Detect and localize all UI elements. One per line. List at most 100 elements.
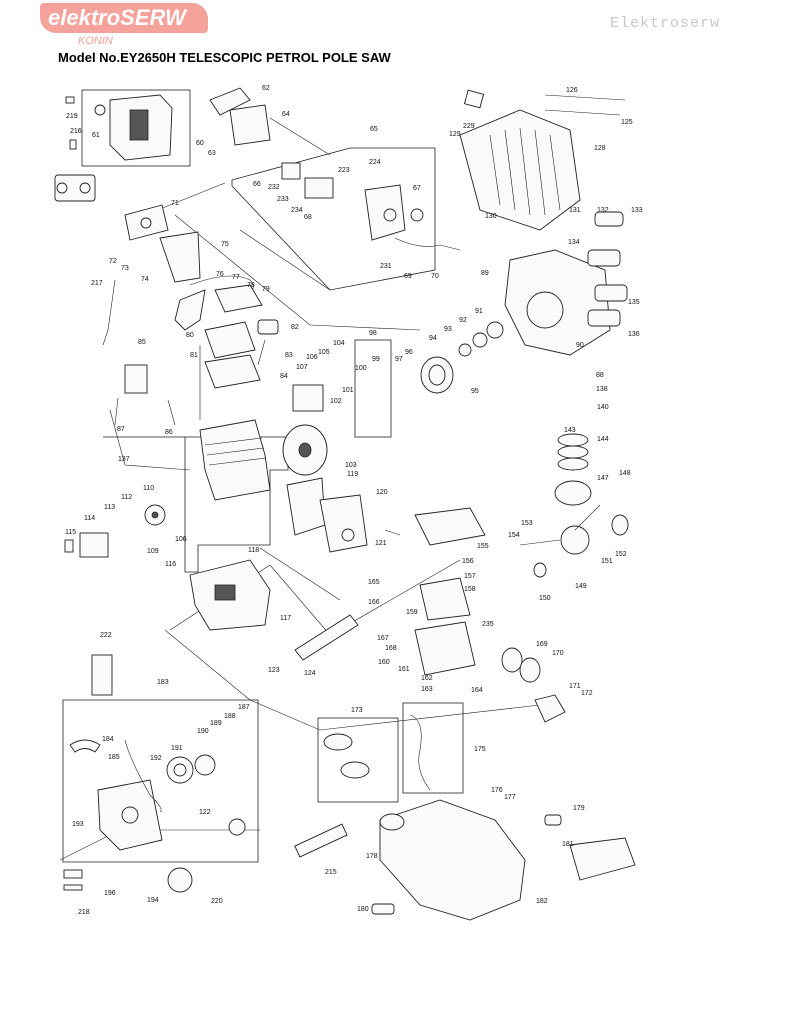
callout-115: 115 (65, 529, 76, 536)
callout-168: 168 (385, 645, 397, 652)
callout-75: 75 (221, 241, 229, 248)
callout-116: 116 (165, 561, 176, 568)
callout-169: 169 (536, 641, 548, 648)
callout-152: 152 (615, 551, 627, 558)
part-150 (533, 562, 547, 578)
callout-135: 135 (628, 299, 640, 306)
callout-232: 232 (268, 184, 280, 191)
part-125-wire (544, 109, 621, 116)
part-63 (229, 104, 271, 146)
callout-229: 229 (463, 123, 475, 130)
callout-102: 102 (330, 398, 342, 405)
part-181-plate (569, 837, 636, 881)
callout-196: 196 (104, 890, 116, 897)
part-86 (167, 399, 176, 426)
group-box-173 (317, 717, 399, 803)
part-65-carb (364, 184, 406, 241)
callout-132: 132 (597, 207, 609, 214)
callout-167: 167 (377, 635, 389, 642)
callout-89: 89 (481, 270, 489, 277)
callout-191: 191 (171, 745, 183, 752)
callout-217: 217 (91, 280, 103, 287)
callout-179: 179 (573, 805, 585, 812)
logo-text: elektroSERW (48, 5, 186, 30)
callout-172: 172 (581, 690, 593, 697)
callout-222: 222 (100, 632, 112, 639)
part-129-cover (459, 109, 581, 231)
part-80-head (204, 321, 256, 359)
callout-79: 79 (262, 286, 270, 293)
part-61 (94, 104, 106, 116)
callout-91: 91 (475, 308, 483, 315)
callout-235: 235 (482, 621, 494, 628)
callout-106: 106 (306, 354, 318, 361)
callout-166: 166 (368, 599, 380, 606)
callout-71: 71 (171, 200, 179, 207)
callout-118: 118 (248, 547, 259, 554)
part-95-clutch-drum (420, 356, 454, 394)
callout-192: 192 (150, 755, 162, 762)
part-116-crankcase (189, 559, 271, 631)
part-132 (594, 211, 624, 227)
callout-160: 160 (378, 659, 390, 666)
callout-73: 73 (121, 265, 129, 272)
callout-165: 165 (368, 579, 380, 586)
part-carburetor-small (54, 174, 96, 202)
part-169-seal (501, 647, 541, 683)
part-122 (228, 818, 246, 836)
callout-188: 188 (224, 713, 236, 720)
part-180 (371, 903, 395, 915)
callout-137: 137 (118, 456, 130, 463)
part-158-bracket (419, 577, 471, 621)
callout-107: 107 (296, 364, 308, 371)
callout-131: 131 (569, 207, 581, 214)
callout-88: 88 (596, 372, 604, 379)
part-66 (281, 162, 301, 180)
callout-124: 124 (304, 670, 316, 677)
callout-181: 181 (562, 841, 574, 848)
callout-157: 157 (464, 573, 476, 580)
callout-224: 224 (369, 159, 381, 166)
part-121-bolt (384, 529, 401, 536)
callout-176: 176 (491, 787, 503, 794)
callout-82: 82 (291, 324, 299, 331)
callout-120: 120 (376, 489, 388, 496)
callout-66: 66 (253, 181, 261, 188)
part-93 (458, 343, 472, 357)
frame-line (239, 229, 331, 291)
callout-158: 158 (464, 586, 476, 593)
frame-line (164, 629, 541, 731)
callout-60: 60 (196, 140, 204, 147)
part-229 (463, 89, 485, 109)
group-box-183 (62, 699, 259, 863)
callout-151: 151 (601, 558, 613, 565)
part-68 (304, 177, 334, 199)
callout-67: 67 (413, 185, 421, 192)
part-92 (472, 332, 488, 348)
callout-105: 105 (318, 349, 330, 356)
callout-216: 216 (70, 128, 82, 135)
callout-81: 81 (190, 352, 198, 359)
callout-123: 123 (268, 667, 280, 674)
callout-150: 150 (539, 595, 551, 602)
part-215-strap (294, 823, 348, 858)
part-219 (65, 96, 75, 104)
part-184-handle (69, 739, 101, 753)
part-85 (124, 364, 148, 394)
callout-119: 119 (347, 471, 358, 478)
brand-logo: elektroSERW (40, 3, 208, 33)
callout-78: 78 (247, 282, 255, 289)
part-192-rope (124, 739, 162, 813)
group-box-65 (231, 147, 436, 291)
part-89-housing (504, 249, 611, 356)
callout-101: 101 (342, 387, 354, 394)
part-81-gasket (204, 354, 261, 389)
callout-215: 215 (325, 869, 337, 876)
callout-155: 155 (477, 543, 489, 550)
callout-114: 114 (84, 515, 95, 522)
callout-125: 125 (621, 119, 633, 126)
callout-136: 136 (628, 331, 640, 338)
callout-68: 68 (304, 214, 312, 221)
